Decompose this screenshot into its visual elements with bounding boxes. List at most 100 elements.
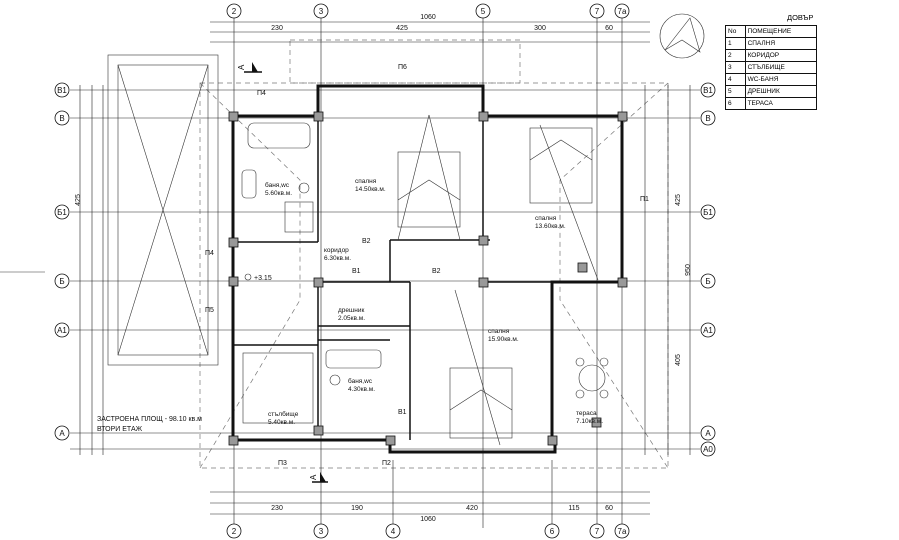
svg-text:420: 420: [466, 505, 478, 512]
svg-text:1060: 1060: [420, 14, 436, 21]
svg-text:спалня: спалня: [535, 215, 557, 222]
svg-text:4.30кв.м.: 4.30кв.м.: [348, 386, 375, 393]
built-area-note: ЗАСТРОЕНА ПЛОЩ - 98.10 кв.м: [97, 416, 202, 423]
roof-ridge-left: [199, 82, 301, 469]
svg-text:А1: А1: [703, 326, 713, 335]
svg-text:П4: П4: [205, 250, 214, 257]
svg-text:П1: П1: [640, 196, 649, 203]
svg-text:6.30кв.м.: 6.30кв.м.: [324, 255, 351, 262]
svg-text:П4: П4: [257, 90, 266, 97]
furniture: [241, 114, 609, 446]
svg-text:115: 115: [568, 505, 579, 512]
lower-roof-left-inner: [117, 64, 209, 356]
svg-text:П5: П5: [205, 307, 214, 314]
section-mark-bottom: А: [309, 472, 328, 483]
room-corridor: коридор 6.30кв.м.: [324, 247, 351, 262]
walls: [231, 84, 624, 454]
legend-title: ДОВЪР: [787, 13, 814, 22]
legend-room: СПАЛНЯ: [744, 37, 818, 50]
legend-no: 6: [725, 97, 746, 110]
svg-text:В1: В1: [352, 268, 361, 275]
svg-text:спалня: спалня: [488, 328, 510, 335]
svg-text:950: 950: [685, 264, 692, 276]
svg-text:2: 2: [232, 7, 237, 16]
dimension-chain-bottom: 230 190 420 115 60 1060: [210, 491, 650, 523]
svg-text:7: 7: [595, 7, 600, 16]
svg-text:60: 60: [605, 505, 613, 512]
svg-text:3: 3: [319, 7, 324, 16]
svg-text:спалня: спалня: [355, 178, 377, 185]
lower-roof-left: [107, 54, 219, 366]
svg-text:5: 5: [481, 7, 486, 16]
legend-no: 1: [725, 37, 746, 50]
svg-text:А: А: [59, 429, 65, 438]
svg-text:В1: В1: [703, 86, 713, 95]
svg-text:коридор: коридор: [324, 247, 349, 254]
svg-text:В2: В2: [362, 238, 371, 245]
svg-text:баня,wc: баня,wc: [265, 181, 290, 189]
svg-text:В1: В1: [398, 409, 407, 416]
svg-text:Б1: Б1: [703, 208, 713, 217]
opening-marks: П4 П4 П5 П6 П1 П3 П2 В1 В1 В2 В2: [205, 64, 649, 467]
level-mark: +3.15: [244, 273, 272, 282]
room-terrace: тераса 7.10кв.м.: [576, 410, 603, 425]
axis-bubbles-horizontal: В1 В Б1 Б А1 А В1 В Б1 Б А1 А А0: [54, 82, 716, 457]
svg-text:А: А: [237, 64, 246, 70]
svg-text:7a: 7a: [618, 7, 627, 16]
svg-text:В1: В1: [57, 86, 67, 95]
room-bath-top: баня,wc 5.60кв.м.: [265, 181, 292, 197]
svg-text:230: 230: [271, 25, 283, 32]
svg-text:В: В: [705, 114, 710, 123]
svg-text:В: В: [59, 114, 64, 123]
svg-text:3: 3: [319, 527, 324, 536]
svg-text:А0: А0: [703, 445, 713, 454]
svg-text:230: 230: [271, 505, 283, 512]
svg-text:7: 7: [595, 527, 600, 536]
svg-text:П6: П6: [398, 64, 407, 71]
svg-text:А: А: [309, 474, 318, 480]
dimension-chain-right: 950 425 405: [644, 85, 692, 455]
dimension-chain-top: 1060 230 425 300 60: [210, 14, 650, 43]
svg-text:5.40кв.м.: 5.40кв.м.: [268, 419, 295, 426]
svg-text:баня,wc: баня,wc: [348, 377, 373, 385]
svg-text:7a: 7a: [618, 527, 627, 536]
svg-text:Б: Б: [705, 277, 710, 286]
axis-bubbles-vertical: 2 3 5 7 7a 2 3 4 6 7 7a: [226, 3, 630, 539]
svg-text:2: 2: [232, 527, 237, 536]
legend-no: 2: [725, 49, 746, 62]
legend-header-no: No: [725, 25, 746, 38]
legend-no: 5: [725, 85, 746, 98]
room-stairs: стълбище 5.40кв.м.: [268, 410, 299, 426]
svg-text:14.50кв.м.: 14.50кв.м.: [355, 186, 386, 193]
svg-text:П2: П2: [382, 460, 391, 467]
legend-header-room: ПОМЕЩЕНИЕ: [744, 25, 818, 38]
svg-text:60: 60: [605, 25, 613, 32]
svg-text:13.60кв.м.: 13.60кв.м.: [535, 223, 566, 230]
svg-text:тераса: тераса: [576, 410, 597, 417]
room-bedroom-2: спалня 13.60кв.м.: [535, 215, 566, 230]
north-arrow-icon: [659, 13, 705, 59]
dimension-chain-left: 425: [75, 85, 104, 455]
svg-text:190: 190: [351, 505, 363, 512]
svg-text:Б: Б: [59, 277, 64, 286]
svg-text:4: 4: [391, 527, 396, 536]
room-bedroom-1: спалня 14.50кв.м.: [355, 178, 386, 193]
room-bath-bottom: баня,wc 4.30кв.м.: [348, 377, 375, 393]
legend-no: 4: [725, 73, 746, 86]
svg-text:300: 300: [534, 25, 546, 32]
axis-grid: [70, 18, 700, 528]
roof-upper: [289, 39, 521, 84]
svg-text:425: 425: [396, 25, 408, 32]
svg-text:405: 405: [675, 354, 682, 366]
legend-room: КОРИДОР: [744, 49, 818, 62]
svg-text:425: 425: [75, 194, 82, 206]
roof-hatch: [117, 64, 209, 356]
svg-text:6: 6: [550, 527, 555, 536]
svg-text:5.60кв.м.: 5.60кв.м.: [265, 190, 292, 197]
legend-room: ДРЕШНИК: [744, 85, 818, 98]
